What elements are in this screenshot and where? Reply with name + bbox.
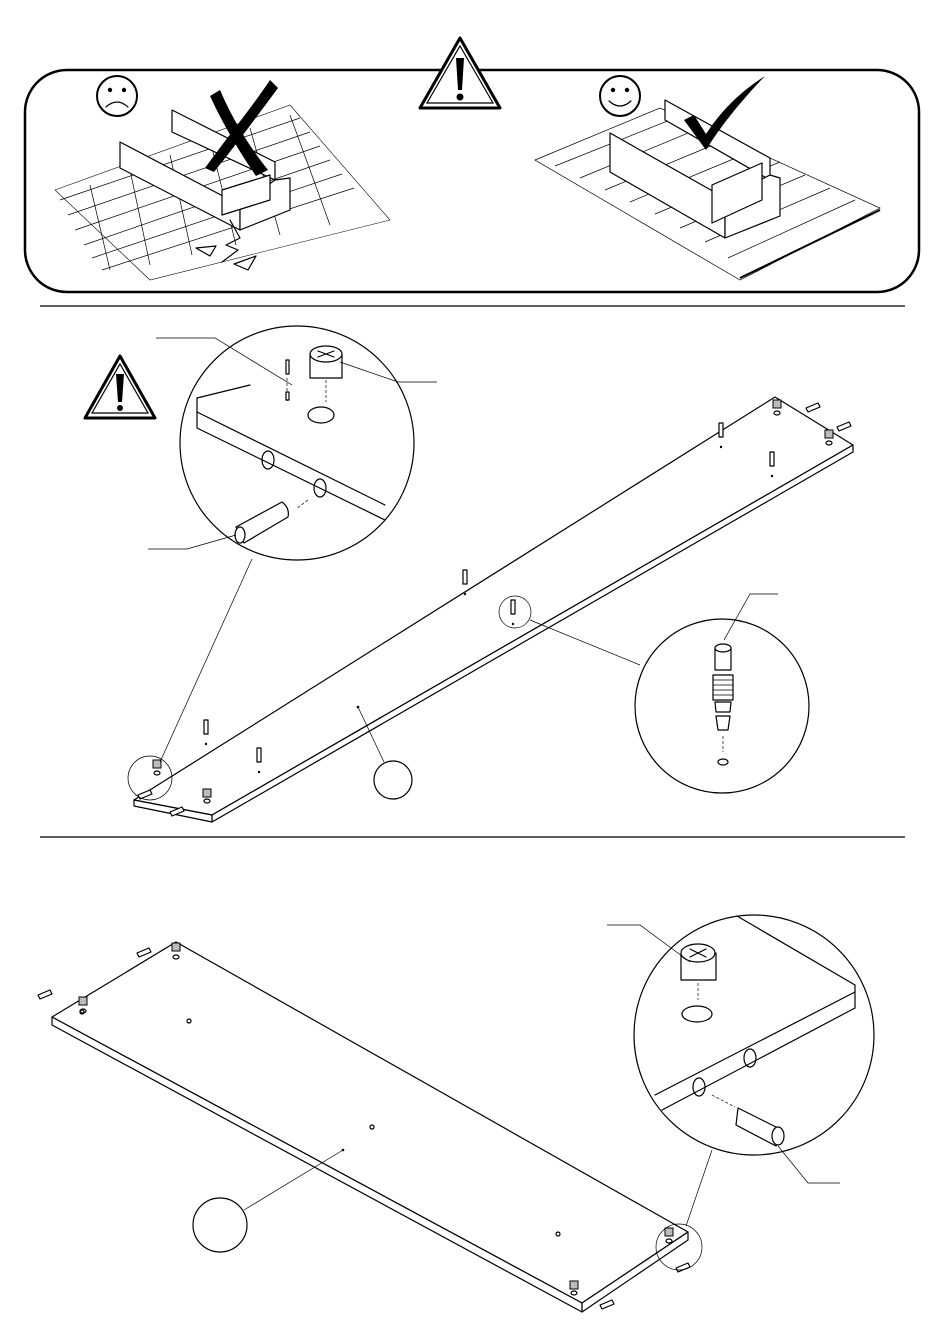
sad-face-icon [97,76,137,116]
cam-lock-icon [681,944,716,1022]
cam-lock-icon [310,346,342,402]
step-1 [85,326,853,822]
warning-panel [25,38,919,292]
cam-bolt-icon [286,360,289,402]
happy-face-icon [600,76,640,116]
step-2 [38,915,874,1312]
warning-triangle-icon [420,38,500,108]
long-panel [134,397,853,822]
warning-triangle-icon [85,356,155,418]
shelf-on-tiles [120,110,290,270]
cam-bolt-detail [530,594,809,793]
cam-lock-detail [607,915,874,1226]
